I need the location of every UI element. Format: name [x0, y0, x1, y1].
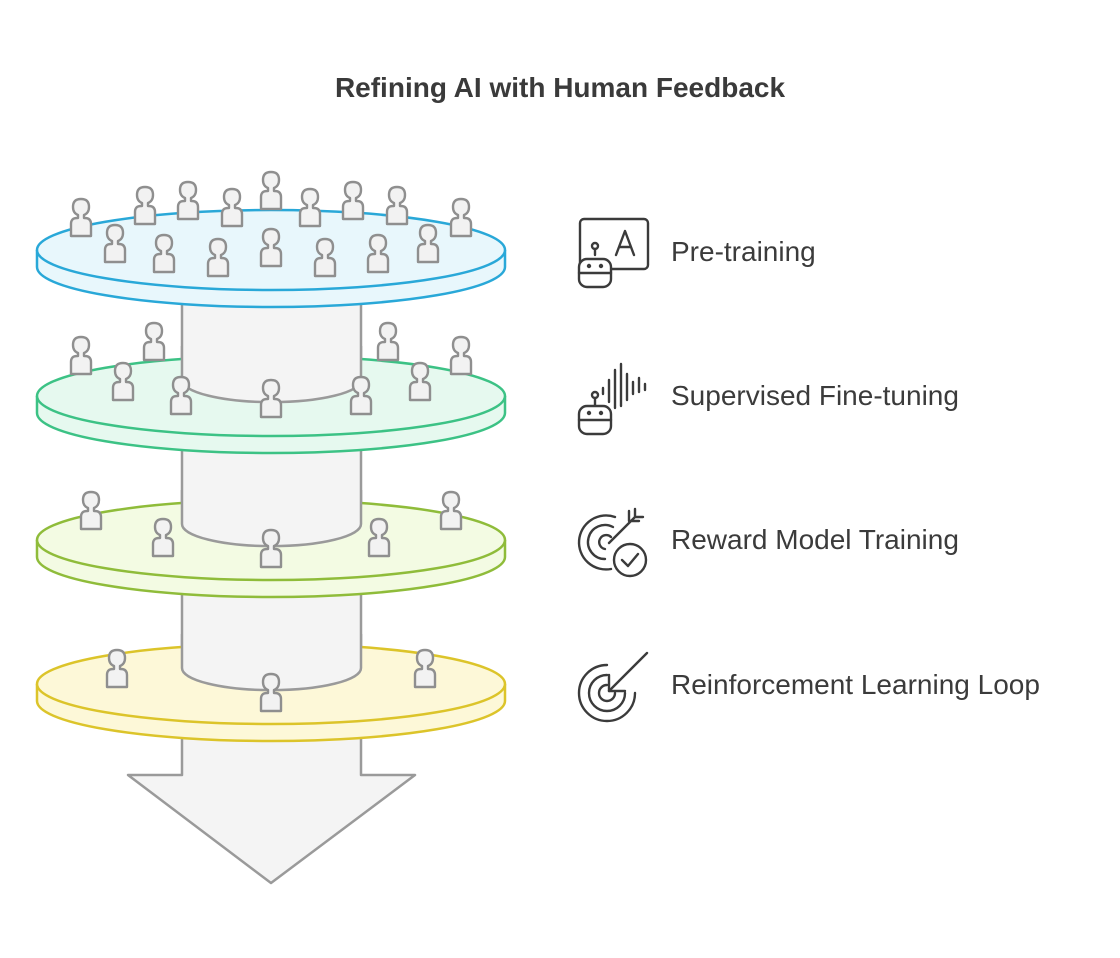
person-icon	[259, 378, 283, 419]
person-icon	[376, 321, 400, 362]
person-icon	[385, 185, 409, 226]
target-arrow-icon	[577, 651, 649, 723]
person-icon	[341, 180, 365, 221]
person-icon	[449, 197, 473, 238]
person-icon	[79, 490, 103, 531]
person-icon	[367, 517, 391, 558]
person-icon	[69, 197, 93, 238]
person-icon	[151, 517, 175, 558]
person-icon	[416, 223, 440, 264]
diagram-title: Refining AI with Human Feedback	[334, 72, 786, 103]
robot-letter-icon	[577, 217, 650, 289]
person-icon	[259, 672, 283, 713]
person-icon	[439, 490, 463, 531]
person-icon	[449, 335, 473, 376]
person-icon	[408, 361, 432, 402]
person-icon	[259, 170, 283, 211]
robot-soundwave-icon	[577, 362, 647, 436]
person-icon	[413, 648, 437, 689]
person-icon	[142, 321, 166, 362]
stage-label-pretraining: Pre-training	[671, 236, 816, 267]
person-icon	[133, 185, 157, 226]
person-icon	[349, 375, 373, 416]
stage-label-reinforcement-learning-loop: Reinforcement Learning Loop	[671, 669, 1040, 700]
target-check-icon	[577, 507, 648, 578]
person-icon	[176, 180, 200, 221]
person-icon	[152, 233, 176, 274]
person-icon	[103, 223, 127, 264]
person-icon	[259, 227, 283, 268]
person-icon	[220, 187, 244, 228]
person-icon	[111, 361, 135, 402]
stage-label-reward-model-training: Reward Model Training	[671, 524, 959, 555]
person-icon	[105, 648, 129, 689]
person-icon	[313, 237, 337, 278]
person-icon	[169, 375, 193, 416]
person-icon	[206, 237, 230, 278]
stage-label-supervised-finetuning: Supervised Fine-tuning	[671, 380, 959, 411]
person-icon	[259, 528, 283, 569]
person-icon	[69, 335, 93, 376]
person-icon	[366, 233, 390, 274]
person-icon	[298, 187, 322, 228]
